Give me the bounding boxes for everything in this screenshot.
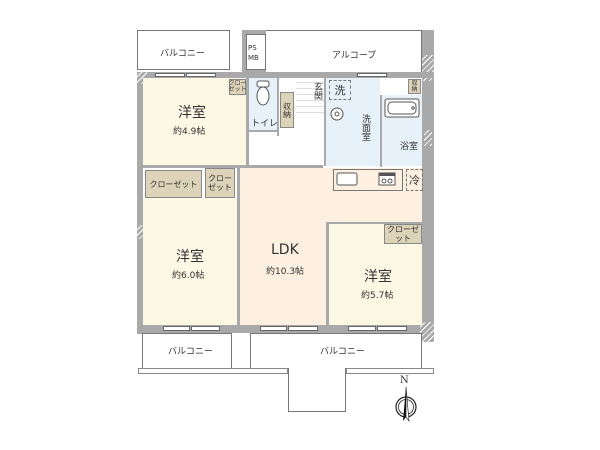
- balcony-railing: [138, 368, 288, 374]
- window-bottom-4: [288, 326, 318, 331]
- compass-north-label: N: [400, 375, 409, 386]
- western-room-2: [143, 198, 237, 325]
- western-room-2-name: 洋室: [176, 249, 204, 265]
- left-wall-hatch-1: [137, 72, 147, 84]
- western-room-1-name: 洋室: [178, 105, 206, 121]
- ldk-name: LDK: [271, 242, 299, 258]
- storage-small: 収納: [408, 79, 421, 94]
- balcony-top-left: [137, 30, 230, 70]
- entrance-floor: [296, 78, 324, 118]
- window-bottom-2: [191, 326, 220, 331]
- window-top-1: [155, 73, 185, 77]
- window-bottom-3: [260, 326, 287, 331]
- right-wall-top: [422, 30, 434, 330]
- entrance-label: 玄関: [312, 82, 322, 100]
- stove-icon: [378, 172, 396, 186]
- window-bottom-1: [163, 326, 190, 331]
- closet-room1: クロー ゼット: [228, 79, 247, 95]
- wall-toilet-bottom: [249, 130, 279, 132]
- balcony-extension: [288, 368, 346, 412]
- bathroom-label: 浴室: [400, 142, 419, 152]
- storage-hall: 収納: [280, 92, 294, 128]
- wall-toilet-right: [277, 78, 279, 136]
- window-top-3: [357, 73, 387, 77]
- washroom: [326, 78, 380, 166]
- wall-washroom-right: [380, 95, 382, 167]
- toilet-icon: [256, 80, 270, 106]
- window-bottom-5: [348, 326, 376, 331]
- balcony-bottom-right: [250, 333, 422, 369]
- kitchen-sink-icon: [336, 172, 358, 186]
- balcony-bottom-left: [142, 333, 232, 369]
- closet-room2-small: クロー ゼット: [205, 168, 235, 198]
- wall-entrance-right: [324, 78, 326, 166]
- ldk-size: 約10.3帖: [266, 267, 305, 277]
- window-bottom-6: [377, 326, 407, 331]
- balcony-bottom-left-label: バルコニー: [168, 347, 213, 357]
- toilet-label: トイレ: [251, 119, 279, 129]
- window-top-2: [186, 73, 216, 77]
- wall-room2-right: [237, 168, 240, 326]
- ps-mb-box: [246, 34, 266, 70]
- wall-top: [137, 72, 434, 78]
- closet-room3: クローゼット: [384, 224, 422, 244]
- western-room-3-name: 洋室: [364, 269, 392, 285]
- balcony-bottom-right-label: バルコニー: [320, 347, 365, 357]
- bathtub-icon: [384, 98, 420, 118]
- wall-room1-bottom: [143, 165, 323, 168]
- wall-left: [137, 72, 143, 334]
- ps-label: PS: [248, 44, 257, 52]
- right-wall-hatch-bottom: [420, 322, 434, 342]
- wall-room3-top: [326, 222, 422, 224]
- wall-room1-right: [246, 78, 249, 168]
- western-room-3-size: 約5.7帖: [361, 291, 394, 301]
- western-room-2-size: 約6.0帖: [172, 271, 205, 281]
- compass-icon: [395, 386, 417, 423]
- alcove-label: アルコーブ: [332, 51, 377, 61]
- western-room-1-size: 約4.9帖: [173, 127, 206, 137]
- sink-icon: [330, 107, 344, 121]
- laundry-space: 洗: [329, 80, 351, 100]
- left-wall-hatch-2: [137, 225, 143, 239]
- mb-label: MB: [248, 54, 259, 62]
- balcony-top-left-label: バルコニー: [160, 49, 205, 59]
- closet-room2-wide: クローゼット: [145, 170, 202, 198]
- ldk-room-lower: [240, 222, 326, 325]
- wall-room3-left: [326, 222, 329, 326]
- balcony-railing-right: [346, 368, 434, 374]
- washroom-label: 洗面室: [360, 114, 370, 141]
- fridge-space: 冷: [406, 169, 423, 191]
- right-wall-hatch-mid: [424, 130, 432, 146]
